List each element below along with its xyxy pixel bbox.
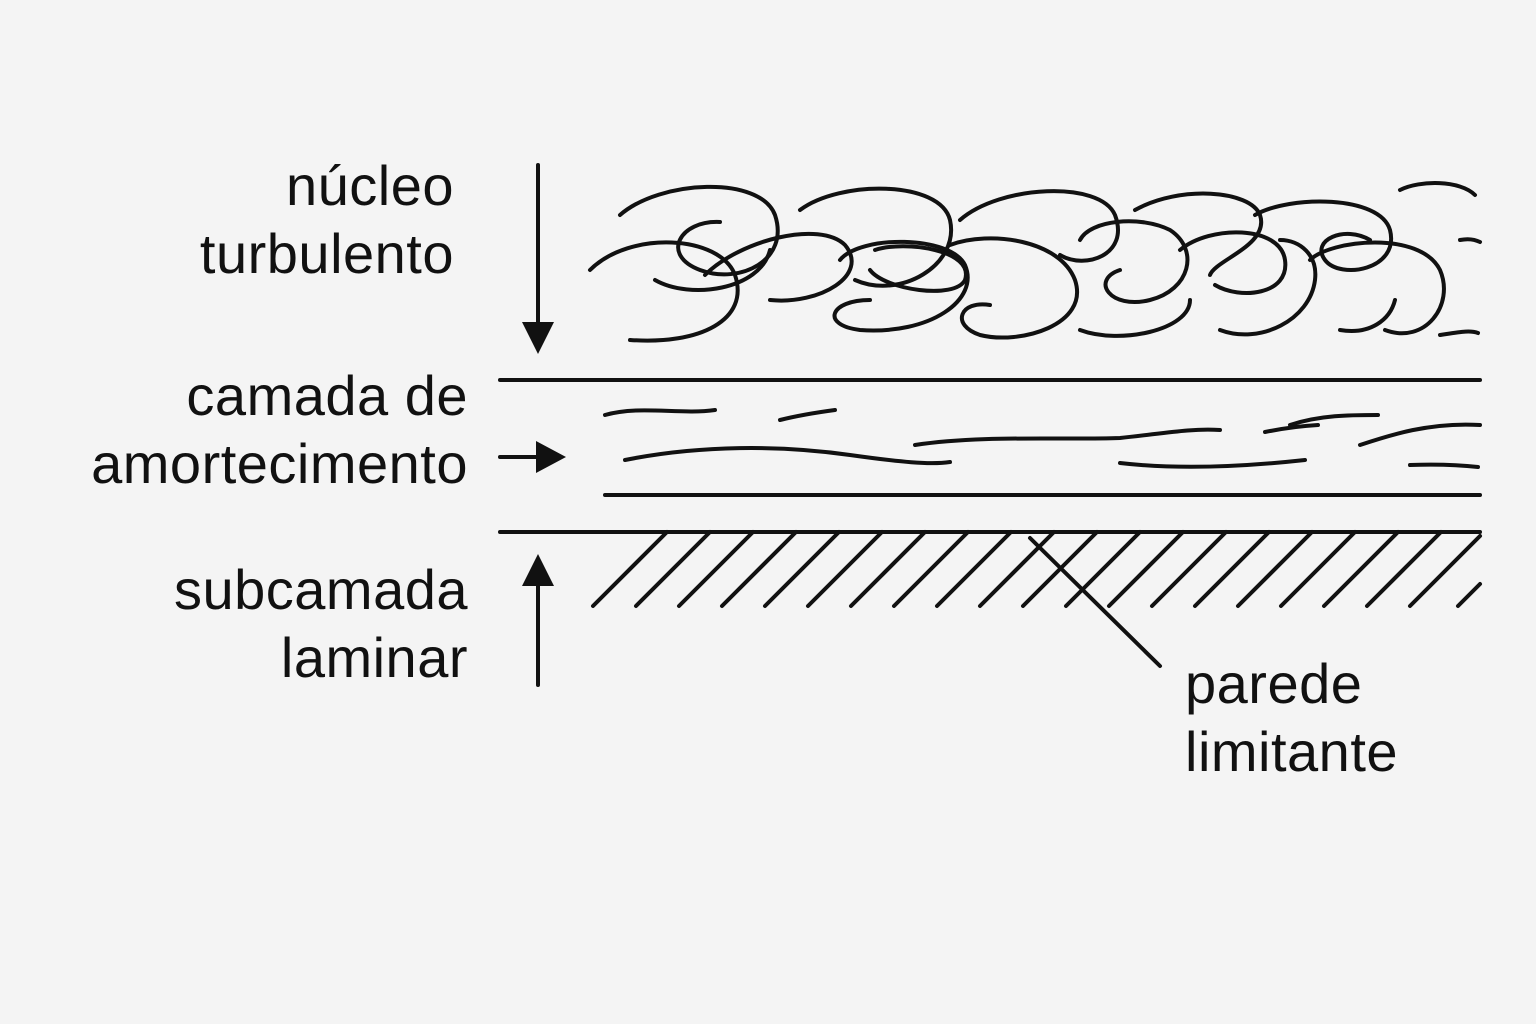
buffer-layer-label-line2: amortecimento xyxy=(91,432,468,495)
laminar-sublayer-label-line2: laminar xyxy=(280,626,468,689)
bounding-wall-label: parede limitante xyxy=(1185,650,1398,786)
buffer-layer-label-line1: camada de xyxy=(186,364,468,427)
turbulent-core-arrow xyxy=(522,163,554,354)
wall-hatching xyxy=(591,530,1482,608)
bounding-wall-label-line1: parede xyxy=(1185,652,1363,715)
bounding-wall-label-line2: limitante xyxy=(1185,720,1399,783)
buffer-layer-streaks xyxy=(603,408,1482,469)
turbulent-core-label: núcleo turbulento xyxy=(200,152,454,288)
laminar-sublayer-arrow xyxy=(522,554,554,687)
laminar-sublayer-label-line1: subcamada xyxy=(173,558,468,621)
laminar-sublayer-label: subcamada laminar xyxy=(174,556,468,692)
buffer-layer-label: camada de amortecimento xyxy=(91,362,468,498)
turbulent-core-label-line1: núcleo xyxy=(285,154,454,217)
buffer-layer-arrow xyxy=(498,441,566,473)
turbulent-core-label-line2: turbulento xyxy=(199,222,454,285)
wall-leader-line xyxy=(1028,536,1162,668)
turbulent-eddies xyxy=(588,181,1482,343)
